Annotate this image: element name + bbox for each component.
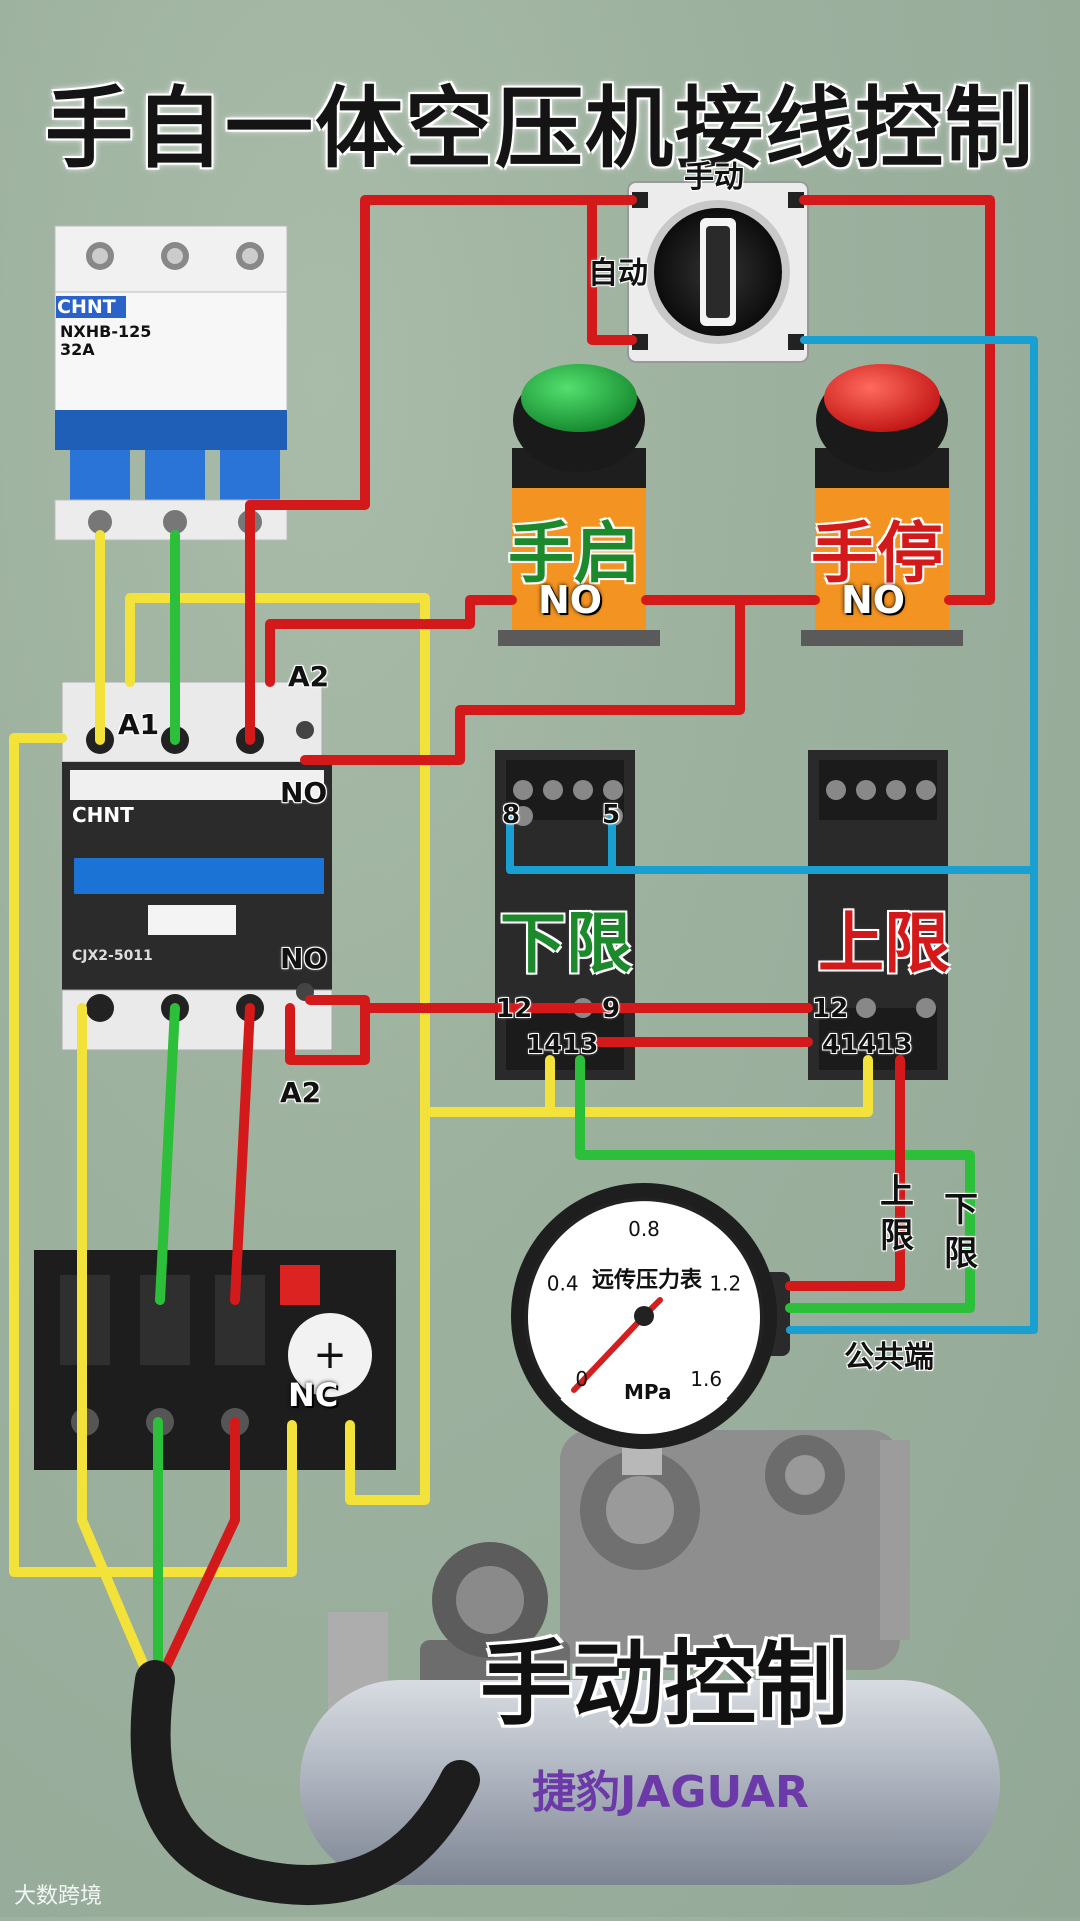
wire-red-start-to-contactor bbox=[265, 595, 517, 687]
breaker-model: NXHB-125 bbox=[60, 322, 152, 341]
contactor bbox=[61, 681, 333, 1051]
lower-limit-label: 下限 bbox=[500, 905, 632, 982]
lower-relay-terminal-9: 9 bbox=[602, 994, 621, 1024]
stop-button-label: 手停 bbox=[811, 515, 943, 592]
wire-blue-selector-common bbox=[786, 336, 1038, 1334]
gauge-tick-label: 0.4 bbox=[547, 1271, 579, 1295]
contactor-brand: CHNT bbox=[72, 803, 134, 827]
upper-limit-label: 上限 bbox=[818, 905, 950, 982]
lower-relay-terminal-bottom: 1413 bbox=[526, 1030, 599, 1060]
breaker-rating: 32A bbox=[60, 340, 95, 359]
gauge-name: 远传压力表 bbox=[592, 1268, 703, 1293]
wire-yellow-nc-out bbox=[345, 1107, 430, 1505]
lower-relay-terminal-8: 8 bbox=[502, 800, 521, 830]
wire-green-contactor-to-relay bbox=[155, 1003, 180, 1305]
gauge-wire-common-label: 公共端 bbox=[844, 1340, 934, 1375]
contactor-a2-bottom-label: A2 bbox=[280, 1076, 322, 1109]
selector-auto-label: 自动 bbox=[588, 256, 648, 291]
air-compressor bbox=[300, 1430, 1000, 1885]
gauge-tick-label: 0 bbox=[575, 1367, 588, 1391]
wire-yellow-a1-loop bbox=[125, 593, 873, 1117]
wire-red-selector-auto bbox=[587, 195, 637, 345]
svg-text:+: + bbox=[313, 1332, 347, 1378]
start-button-body[interactable] bbox=[498, 364, 660, 646]
gauge-tick-label: 0.8 bbox=[628, 1217, 660, 1241]
gauge-tick-labels: 0 0.4 0.8 1.2 1.6 bbox=[547, 1217, 741, 1391]
gauge-wire-upper-limit-label: 上 限 bbox=[880, 1172, 914, 1256]
contactor-model: CJX2-5011 bbox=[72, 948, 153, 964]
gauge-tick-label: 1.2 bbox=[709, 1271, 741, 1295]
selector-manual-label: 手动 bbox=[684, 160, 744, 195]
wire-blue-relay-bus bbox=[506, 814, 1038, 874]
lower-relay-terminal-5: 5 bbox=[602, 800, 621, 830]
circuit-breaker bbox=[54, 225, 288, 541]
wire-yellow-left-loop bbox=[9, 733, 297, 1577]
lower-limit-relay bbox=[495, 750, 635, 1080]
upper-limit-relay bbox=[808, 750, 948, 1080]
wire-red-contactor-to-relay bbox=[230, 1003, 255, 1305]
wire-green-lower-limit bbox=[575, 1055, 975, 1313]
breaker-brand: CHNT bbox=[57, 296, 116, 318]
gauge-wire-lower-limit-label: 下 限 bbox=[944, 1190, 978, 1274]
gauge-tick-label: 1.6 bbox=[690, 1367, 722, 1391]
selector-switch[interactable] bbox=[627, 181, 809, 363]
watermark: 大数跨境 bbox=[14, 1884, 103, 1909]
stop-button-body[interactable] bbox=[801, 364, 963, 646]
page-title: 手自一体空压机接线控制 bbox=[44, 77, 1035, 180]
compressor-brand: 捷豹JAGUAR bbox=[532, 1767, 809, 1818]
mode-caption: 手动控制 bbox=[480, 1631, 849, 1738]
wire-red-stop-to-contactor-no bbox=[300, 595, 745, 765]
wire-red-motor bbox=[155, 1417, 240, 1685]
wire-red-contactor-no-to-lower bbox=[285, 995, 370, 1065]
wires bbox=[9, 195, 1038, 1906]
thermal-relay: + bbox=[34, 1250, 396, 1470]
contactor-no-bottom-label: NO bbox=[280, 942, 328, 975]
start-button-label: 手启 bbox=[508, 515, 640, 592]
upper-relay-terminal-12: 12 bbox=[812, 994, 849, 1024]
wire-red-upper-limit bbox=[785, 1055, 905, 1291]
stop-button-contact: NO bbox=[841, 578, 906, 622]
thermal-relay-nc-label: NC bbox=[288, 1376, 339, 1414]
gauge-unit: MPa bbox=[624, 1380, 672, 1404]
pressure-gauge bbox=[511, 1183, 790, 1475]
start-button-contact: NO bbox=[538, 578, 603, 622]
contactor-a1-label: A1 bbox=[118, 708, 160, 741]
contactor-no-top-label: NO bbox=[280, 776, 328, 809]
wire-red-selector-to-stop bbox=[799, 195, 995, 605]
lower-relay-terminal-12: 12 bbox=[496, 994, 533, 1024]
upper-relay-terminal-bottom: 41413 bbox=[822, 1030, 913, 1060]
motor-cable bbox=[130, 1660, 480, 1906]
contactor-a2-top-label: A2 bbox=[288, 660, 330, 693]
wire-yellow-motor bbox=[77, 1003, 155, 1685]
